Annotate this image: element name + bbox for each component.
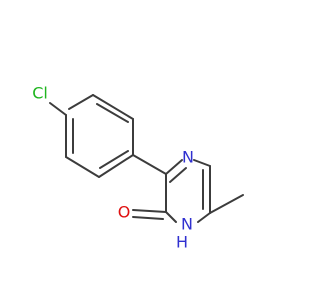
- bond-ring-d: [98, 154, 134, 178]
- molecule-diagram: Cl N O N H: [32, 84, 244, 252]
- atom-label-oxygen: O: [118, 203, 131, 222]
- bond-biaryl: [132, 154, 167, 175]
- bond-c-o-inner: [132, 216, 164, 220]
- bond-ring-b: [92, 94, 134, 120]
- bond-n4-c5: [193, 159, 211, 167]
- pyrazinone-ring: [165, 159, 211, 223]
- bond-c-cl: [49, 102, 67, 116]
- chlorophenyl-ring: [65, 94, 134, 178]
- bond-methyl: [209, 194, 244, 214]
- bond-c6-n1: [197, 212, 211, 223]
- atom-label-nitrogen-bottom: N: [181, 215, 193, 234]
- bond-ring-a: [68, 94, 94, 110]
- bond-c3-n4-inner: [169, 167, 187, 183]
- atom-label-nitrogen-top: N: [182, 148, 194, 167]
- bond-ring-e: [65, 156, 100, 178]
- bond-ring-b-inner: [96, 103, 129, 123]
- atom-label-hydrogen: H: [176, 233, 188, 252]
- bond-ring-d-inner: [99, 150, 129, 169]
- bond-n1-c2: [165, 211, 177, 223]
- bond-c3-n4: [165, 159, 183, 175]
- atom-label-chlorine: Cl: [32, 84, 48, 103]
- molecule-structure: Cl N O N H: [32, 84, 244, 252]
- bond-c-o: [132, 209, 167, 213]
